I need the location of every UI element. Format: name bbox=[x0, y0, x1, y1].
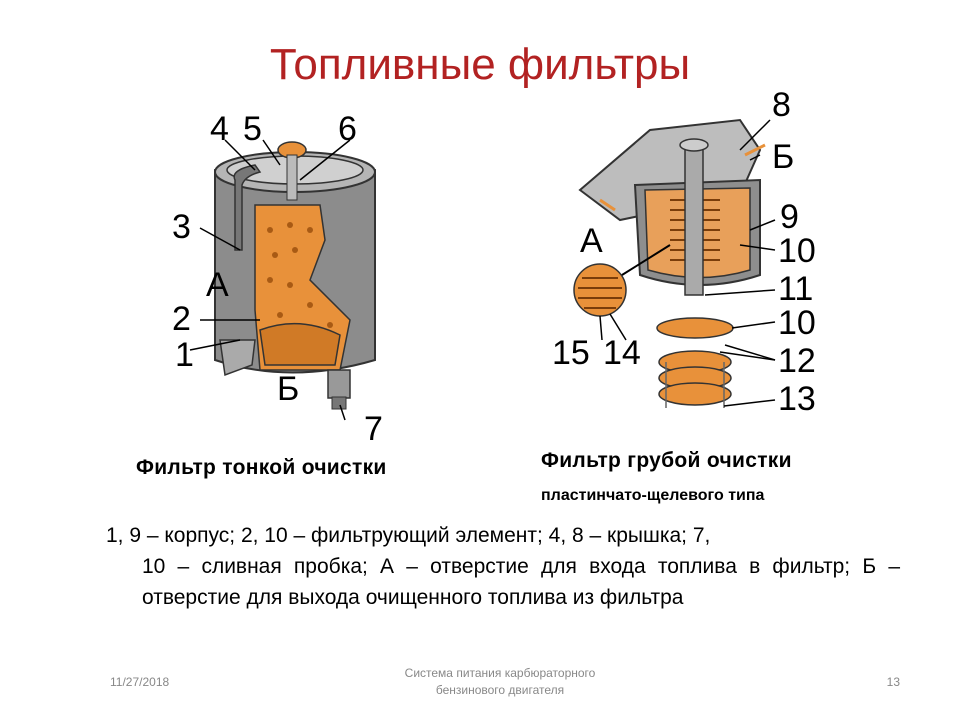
footer-title-line-2: бензинового двигателя bbox=[435, 683, 565, 697]
fine-label-5: 5 bbox=[243, 110, 262, 148]
footer-date: 11/27/2018 bbox=[110, 675, 170, 689]
coarse-filter-subcaption: пластинчато-щелевого типа bbox=[541, 487, 765, 504]
coarse-label-14: 14 bbox=[603, 334, 641, 372]
footer-title: Система питания карбюраторного бензиново… bbox=[370, 665, 630, 699]
fine-label-B: Б bbox=[277, 370, 300, 408]
legend-line-1: 1, 9 – корпус; 2, 10 – фильтрующий элеме… bbox=[106, 524, 711, 547]
page-number: 13 bbox=[886, 675, 900, 689]
fine-filter-illustration bbox=[189, 139, 376, 421]
slide-title: Топливные фильтры bbox=[269, 40, 691, 89]
coarse-label-10a: 10 bbox=[778, 232, 816, 270]
fine-label-1: 1 bbox=[175, 336, 194, 374]
coarse-label-13: 13 bbox=[778, 380, 816, 418]
coarse-label-15: 15 bbox=[552, 334, 590, 372]
fine-label-A: А bbox=[206, 266, 229, 304]
coarse-filter-caption: Фильтр грубой очистки bbox=[541, 449, 792, 472]
coarse-label-11: 11 bbox=[778, 270, 814, 308]
coarse-label-10b: 10 bbox=[778, 304, 816, 342]
fine-filter-caption: Фильтр тонкой очистки bbox=[136, 456, 387, 479]
coarse-filter-illustration bbox=[573, 118, 776, 408]
fine-label-7: 7 bbox=[364, 410, 383, 448]
coarse-label-8: 8 bbox=[772, 86, 791, 124]
fine-label-4: 4 bbox=[210, 110, 229, 148]
coarse-label-B: Б bbox=[772, 138, 795, 176]
coarse-label-A: А bbox=[580, 222, 603, 260]
footer-title-line-1: Система питания карбюраторного bbox=[404, 666, 596, 680]
fine-label-6: 6 bbox=[338, 110, 357, 148]
legend-line-rest: 10 – сливная пробка; А – отверстие для в… bbox=[142, 555, 900, 609]
fine-label-3: 3 bbox=[172, 208, 191, 246]
fine-label-2: 2 bbox=[172, 300, 191, 338]
coarse-label-9: 9 bbox=[780, 198, 799, 236]
legend-description: 1, 9 – корпус; 2, 10 – фильтрующий элеме… bbox=[106, 520, 900, 613]
coarse-label-12: 12 bbox=[778, 342, 816, 380]
